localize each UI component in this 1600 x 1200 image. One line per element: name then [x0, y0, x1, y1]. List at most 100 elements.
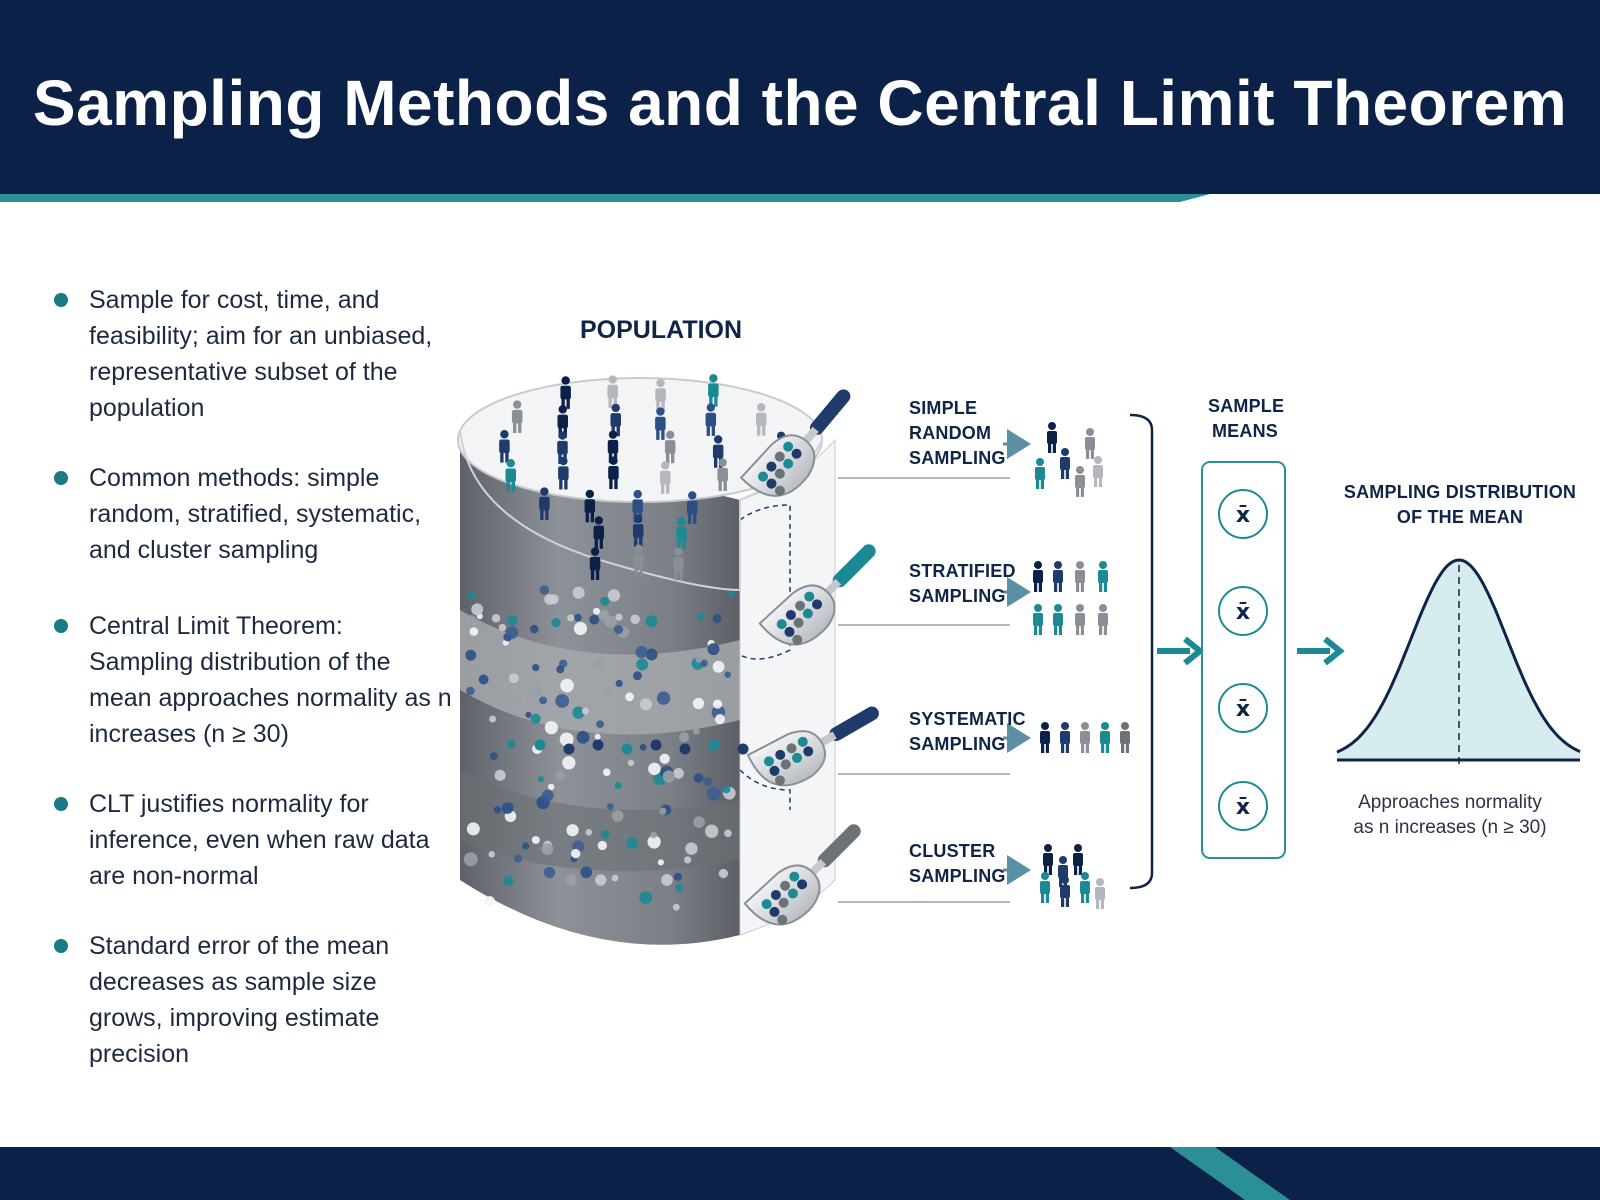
method-label-simple-random: SIMPLE RANDOM SAMPLING	[909, 398, 1006, 468]
particle	[506, 614, 518, 626]
person-icon	[584, 489, 596, 523]
particle	[574, 613, 582, 622]
particle	[604, 615, 617, 628]
particle	[531, 836, 540, 845]
particle	[556, 665, 565, 674]
particle	[469, 627, 479, 636]
particle	[594, 874, 607, 886]
person-icon	[1080, 722, 1090, 753]
particle	[600, 596, 610, 606]
particle	[627, 759, 635, 767]
particle	[706, 787, 721, 801]
sample-mean-x-bar-icon: x̄	[1218, 683, 1268, 733]
arrow-to-means-icon	[1183, 636, 1205, 666]
particle	[708, 739, 720, 751]
person-icon	[676, 517, 687, 550]
particle	[565, 874, 577, 886]
particle	[724, 829, 732, 838]
person-icon	[755, 403, 767, 436]
bullet-item: CLT justifies normality for inference, e…	[52, 786, 452, 894]
person-icon	[558, 456, 569, 490]
particle	[466, 686, 475, 696]
person-icon	[607, 375, 618, 408]
scoop-icon	[739, 389, 851, 497]
bullet-item: Sample for cost, time, and feasibility; …	[52, 282, 452, 426]
particle	[626, 837, 639, 849]
sample-groups	[1033, 422, 1130, 909]
person-icon	[1035, 458, 1045, 489]
particle	[567, 614, 575, 622]
person-icon	[1080, 872, 1090, 903]
person-icon	[511, 400, 523, 433]
cutaway-dashed-outline	[739, 769, 791, 810]
particle	[656, 691, 671, 705]
person-icon	[1095, 878, 1105, 909]
particle	[596, 720, 604, 729]
particle	[645, 648, 658, 661]
bullet-dot-icon	[54, 939, 68, 953]
particle	[466, 822, 480, 836]
bullet-item: Central Limit Theorem: Sampling distribu…	[52, 608, 452, 752]
particle	[724, 671, 731, 678]
particle	[600, 829, 610, 839]
person-icon	[1060, 448, 1070, 479]
particle	[562, 756, 576, 770]
particle	[529, 624, 539, 634]
particle	[555, 694, 570, 708]
bullet-item: Common methods: simple random, stratifie…	[52, 460, 452, 568]
sample-means-box	[1201, 461, 1286, 859]
particle	[635, 645, 648, 659]
method-connectors	[838, 429, 1031, 903]
person-icon	[686, 491, 698, 524]
particle	[539, 585, 550, 595]
particle	[697, 613, 705, 620]
particle	[605, 687, 612, 694]
particle	[693, 816, 705, 828]
title-banner	[0, 0, 1600, 196]
person-icon	[673, 547, 684, 581]
particle	[573, 621, 588, 636]
person-icon	[1040, 722, 1050, 753]
person-icon	[708, 374, 719, 407]
population-label: POPULATION	[580, 316, 743, 344]
sample-mean-x-bar-icon: x̄	[1218, 586, 1268, 636]
particle	[541, 843, 554, 856]
person-icon	[1060, 722, 1070, 753]
particle	[648, 762, 661, 776]
particle	[544, 721, 558, 735]
particle	[471, 603, 484, 616]
particle	[484, 896, 495, 907]
particle	[505, 626, 519, 640]
particle	[639, 743, 647, 751]
person-icon	[1040, 872, 1050, 903]
header-accent-stripe	[0, 194, 1600, 208]
particle	[539, 696, 548, 705]
particle	[525, 711, 532, 718]
bullet-dot-icon	[54, 797, 68, 811]
cylinder-stratum-band	[460, 610, 740, 735]
particle	[501, 802, 514, 814]
particle	[661, 874, 673, 886]
person-icon	[632, 514, 644, 548]
particle	[712, 660, 725, 673]
person-icon	[1085, 428, 1095, 459]
person-icon	[608, 456, 619, 490]
page-title: Sampling Methods and the Central Limit T…	[32, 67, 1568, 139]
curve-area	[1337, 560, 1580, 760]
particle	[597, 840, 608, 851]
particle	[673, 767, 684, 779]
particle	[614, 782, 622, 789]
particle	[508, 673, 519, 684]
particle	[707, 643, 720, 656]
particle	[700, 659, 708, 667]
particle	[722, 785, 731, 794]
person-icon	[1093, 456, 1103, 487]
method-label-systematic: SYSTEMATIC SAMPLING	[909, 709, 1026, 754]
particle	[593, 658, 605, 670]
particle	[630, 614, 640, 625]
particle	[503, 876, 514, 887]
person-icon	[1098, 561, 1108, 592]
person-icon	[1033, 561, 1043, 592]
particle	[478, 674, 489, 685]
particle	[488, 851, 496, 858]
